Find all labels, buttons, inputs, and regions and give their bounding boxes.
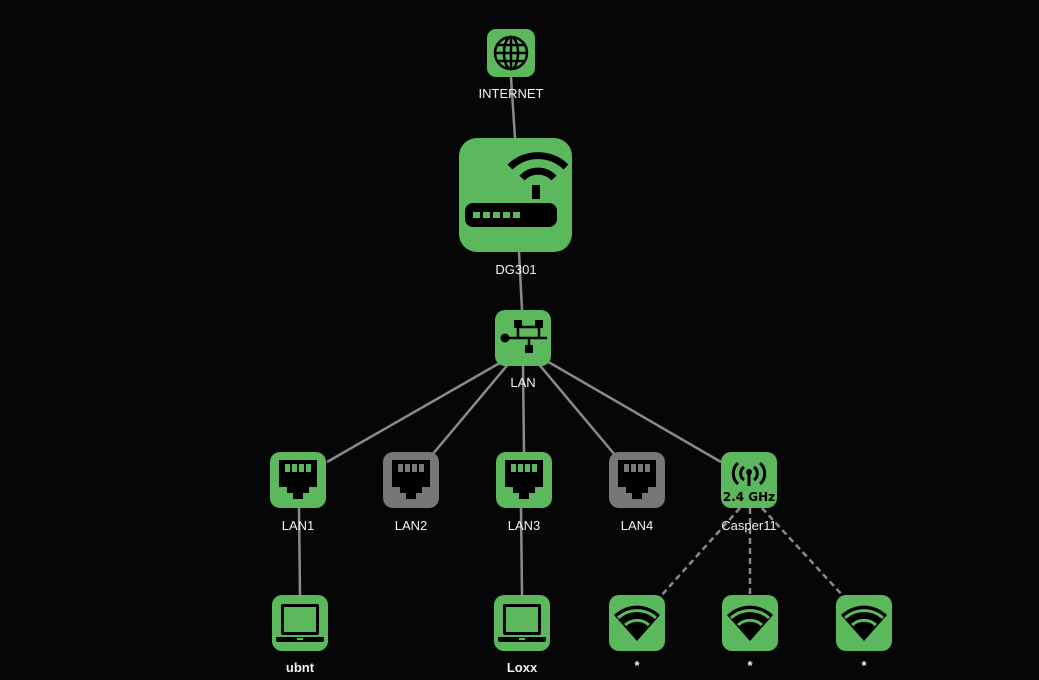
edge-lan-lan2 (431, 361, 511, 456)
node-internet[interactable]: INTERNET (479, 29, 544, 101)
globe-icon (493, 35, 529, 71)
edge-lan-lan1 (326, 358, 506, 464)
node-lan4[interactable]: LAN4 (609, 452, 665, 533)
node-wifi-ap[interactable]: 2.4 GHz Casper11 (721, 452, 777, 533)
edge-lan3-loxx (519, 507, 524, 596)
router-icon (465, 152, 569, 227)
edge-internet-router (509, 76, 517, 139)
node-lan1[interactable]: LAN1 (270, 452, 326, 533)
node-label: Loxx (507, 660, 538, 675)
node-label: LAN1 (282, 518, 315, 533)
edge-lan-lan4 (536, 361, 616, 456)
node-label: LAN3 (508, 518, 541, 533)
node-label: * (634, 658, 640, 673)
edge-wifi-client3 (761, 507, 846, 599)
node-label: LAN (510, 375, 535, 390)
node-label: Casper11 (721, 518, 776, 533)
edges (297, 76, 846, 599)
node-lan3[interactable]: LAN3 (496, 452, 552, 533)
node-router[interactable]: DG301 (459, 138, 572, 277)
node-client1[interactable]: * (609, 595, 665, 673)
node-label: DG301 (495, 262, 536, 277)
wireless-antenna-icon (731, 461, 767, 486)
node-label: LAN4 (621, 518, 654, 533)
band-label: 2.4 GHz (723, 490, 775, 504)
edge-router-lan (517, 251, 524, 311)
node-label: LAN2 (395, 518, 428, 533)
node-label: INTERNET (479, 86, 544, 101)
node-label: ubnt (286, 660, 315, 675)
node-label: * (747, 658, 753, 673)
network-icon (500, 320, 547, 353)
edge-lan-lan3 (521, 365, 526, 453)
node-client3[interactable]: * (836, 595, 892, 673)
edge-lan1-ubnt (297, 507, 302, 596)
node-ubnt[interactable]: ubnt (272, 595, 328, 675)
node-client2[interactable]: * (722, 595, 778, 673)
node-label: * (861, 658, 867, 673)
node-loxx[interactable]: Loxx (494, 595, 550, 675)
node-lan[interactable]: LAN (495, 310, 551, 390)
edge-lan-wifi (544, 358, 722, 464)
node-lan2[interactable]: LAN2 (383, 452, 439, 533)
